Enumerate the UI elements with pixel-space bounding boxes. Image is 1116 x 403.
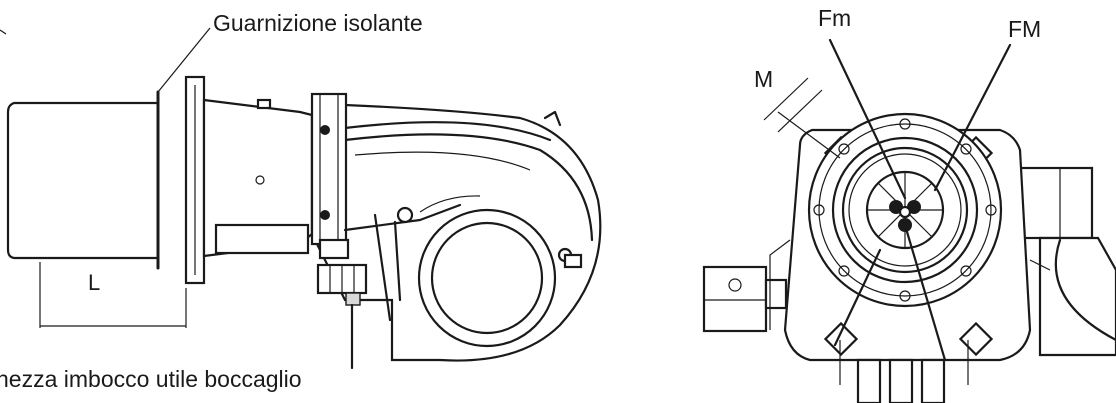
gas-valve-box	[702, 265, 768, 333]
leader-FM-a	[933, 43, 1012, 192]
dim-M-line	[777, 111, 841, 159]
caption-label: hezza imbocco utile boccaglio	[0, 366, 302, 392]
fm-max-label: FM	[1008, 16, 1042, 42]
gasket-leader	[157, 27, 211, 93]
blast-tube	[6, 101, 160, 260]
length-label: L	[88, 270, 101, 295]
leader-FM-b	[833, 248, 882, 347]
m-label: M	[754, 66, 774, 92]
air-intake	[417, 208, 557, 348]
dim-M-a	[763, 77, 809, 121]
leader-Fm-a	[828, 38, 907, 200]
gasket-label: Guarnizione isolante	[213, 10, 423, 36]
dim-M-b	[777, 89, 823, 133]
side-view	[0, 27, 602, 370]
front-view	[702, 38, 1116, 403]
tube-outer	[831, 136, 979, 284]
fm-min-label: Fm	[818, 5, 852, 31]
body-screw	[255, 175, 265, 185]
leader-Fm-b	[903, 223, 947, 362]
motor-side	[1018, 166, 1094, 240]
